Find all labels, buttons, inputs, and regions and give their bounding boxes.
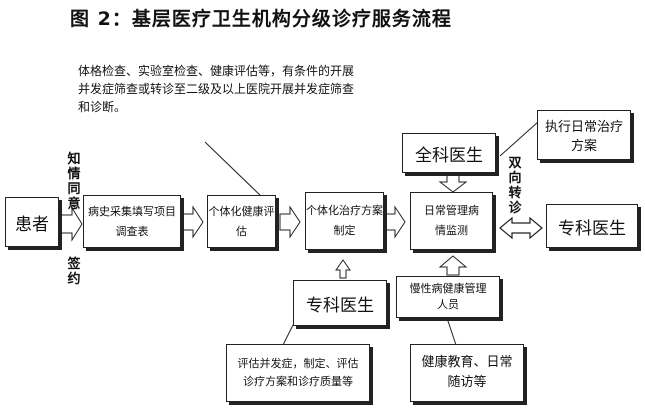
arrow-specialist-plan — [335, 259, 351, 279]
note-pointer-line — [204, 141, 263, 198]
box-patient: 患者 — [5, 197, 59, 247]
box-health-assessment: 个体化健康评估 — [207, 195, 276, 248]
box-treatment-plan: 个体化治疗方案制定 — [305, 192, 384, 250]
chronic-note-line — [446, 317, 457, 346]
arrow-plan-monitor — [384, 205, 406, 239]
box-daily-monitoring: 日常管理病情监测 — [410, 192, 493, 250]
box-general-practitioner: 全科医生 — [402, 133, 496, 173]
arrow-chronic-monitor — [438, 255, 468, 276]
box-specialist-note: 评估并发症，制定、评估诊疗方案和诊疗质量等 — [226, 344, 370, 402]
box-specialist-bottom: 专科医生 — [293, 280, 387, 326]
box-gp-note: 执行日常治疗方案 — [537, 110, 631, 160]
note-examinations: 体格检查、实验室检查、健康评估等，有条件的开展并发症筛查或转诊至二级及以上医院开… — [78, 64, 355, 114]
arrow-assessment-plan — [279, 205, 301, 239]
gp-note-pointer-line — [499, 121, 539, 157]
box-chronic-manager: 慢性病健康管理人员 — [396, 276, 500, 318]
arrow-history-assessment — [182, 205, 204, 239]
specialist-note-line — [282, 324, 294, 346]
arrow-patient-history — [59, 206, 83, 242]
box-chronic-note: 健康教育、日常随访等 — [410, 344, 524, 402]
box-history-collection: 病史采集填写项目调查表 — [83, 195, 181, 248]
label-informed-consent: 知情同意 — [67, 152, 81, 212]
arrow-gp-monitor — [438, 173, 468, 193]
box-specialist-right: 专科医生 — [546, 204, 638, 248]
page-title: 图 2：基层医疗卫生机构分级诊疗服务流程 — [70, 8, 452, 30]
label-sign-contract: 签约 — [67, 257, 81, 287]
arrow-two-way-referral — [499, 216, 543, 240]
label-two-way-referral: 双向转诊 — [508, 156, 522, 216]
